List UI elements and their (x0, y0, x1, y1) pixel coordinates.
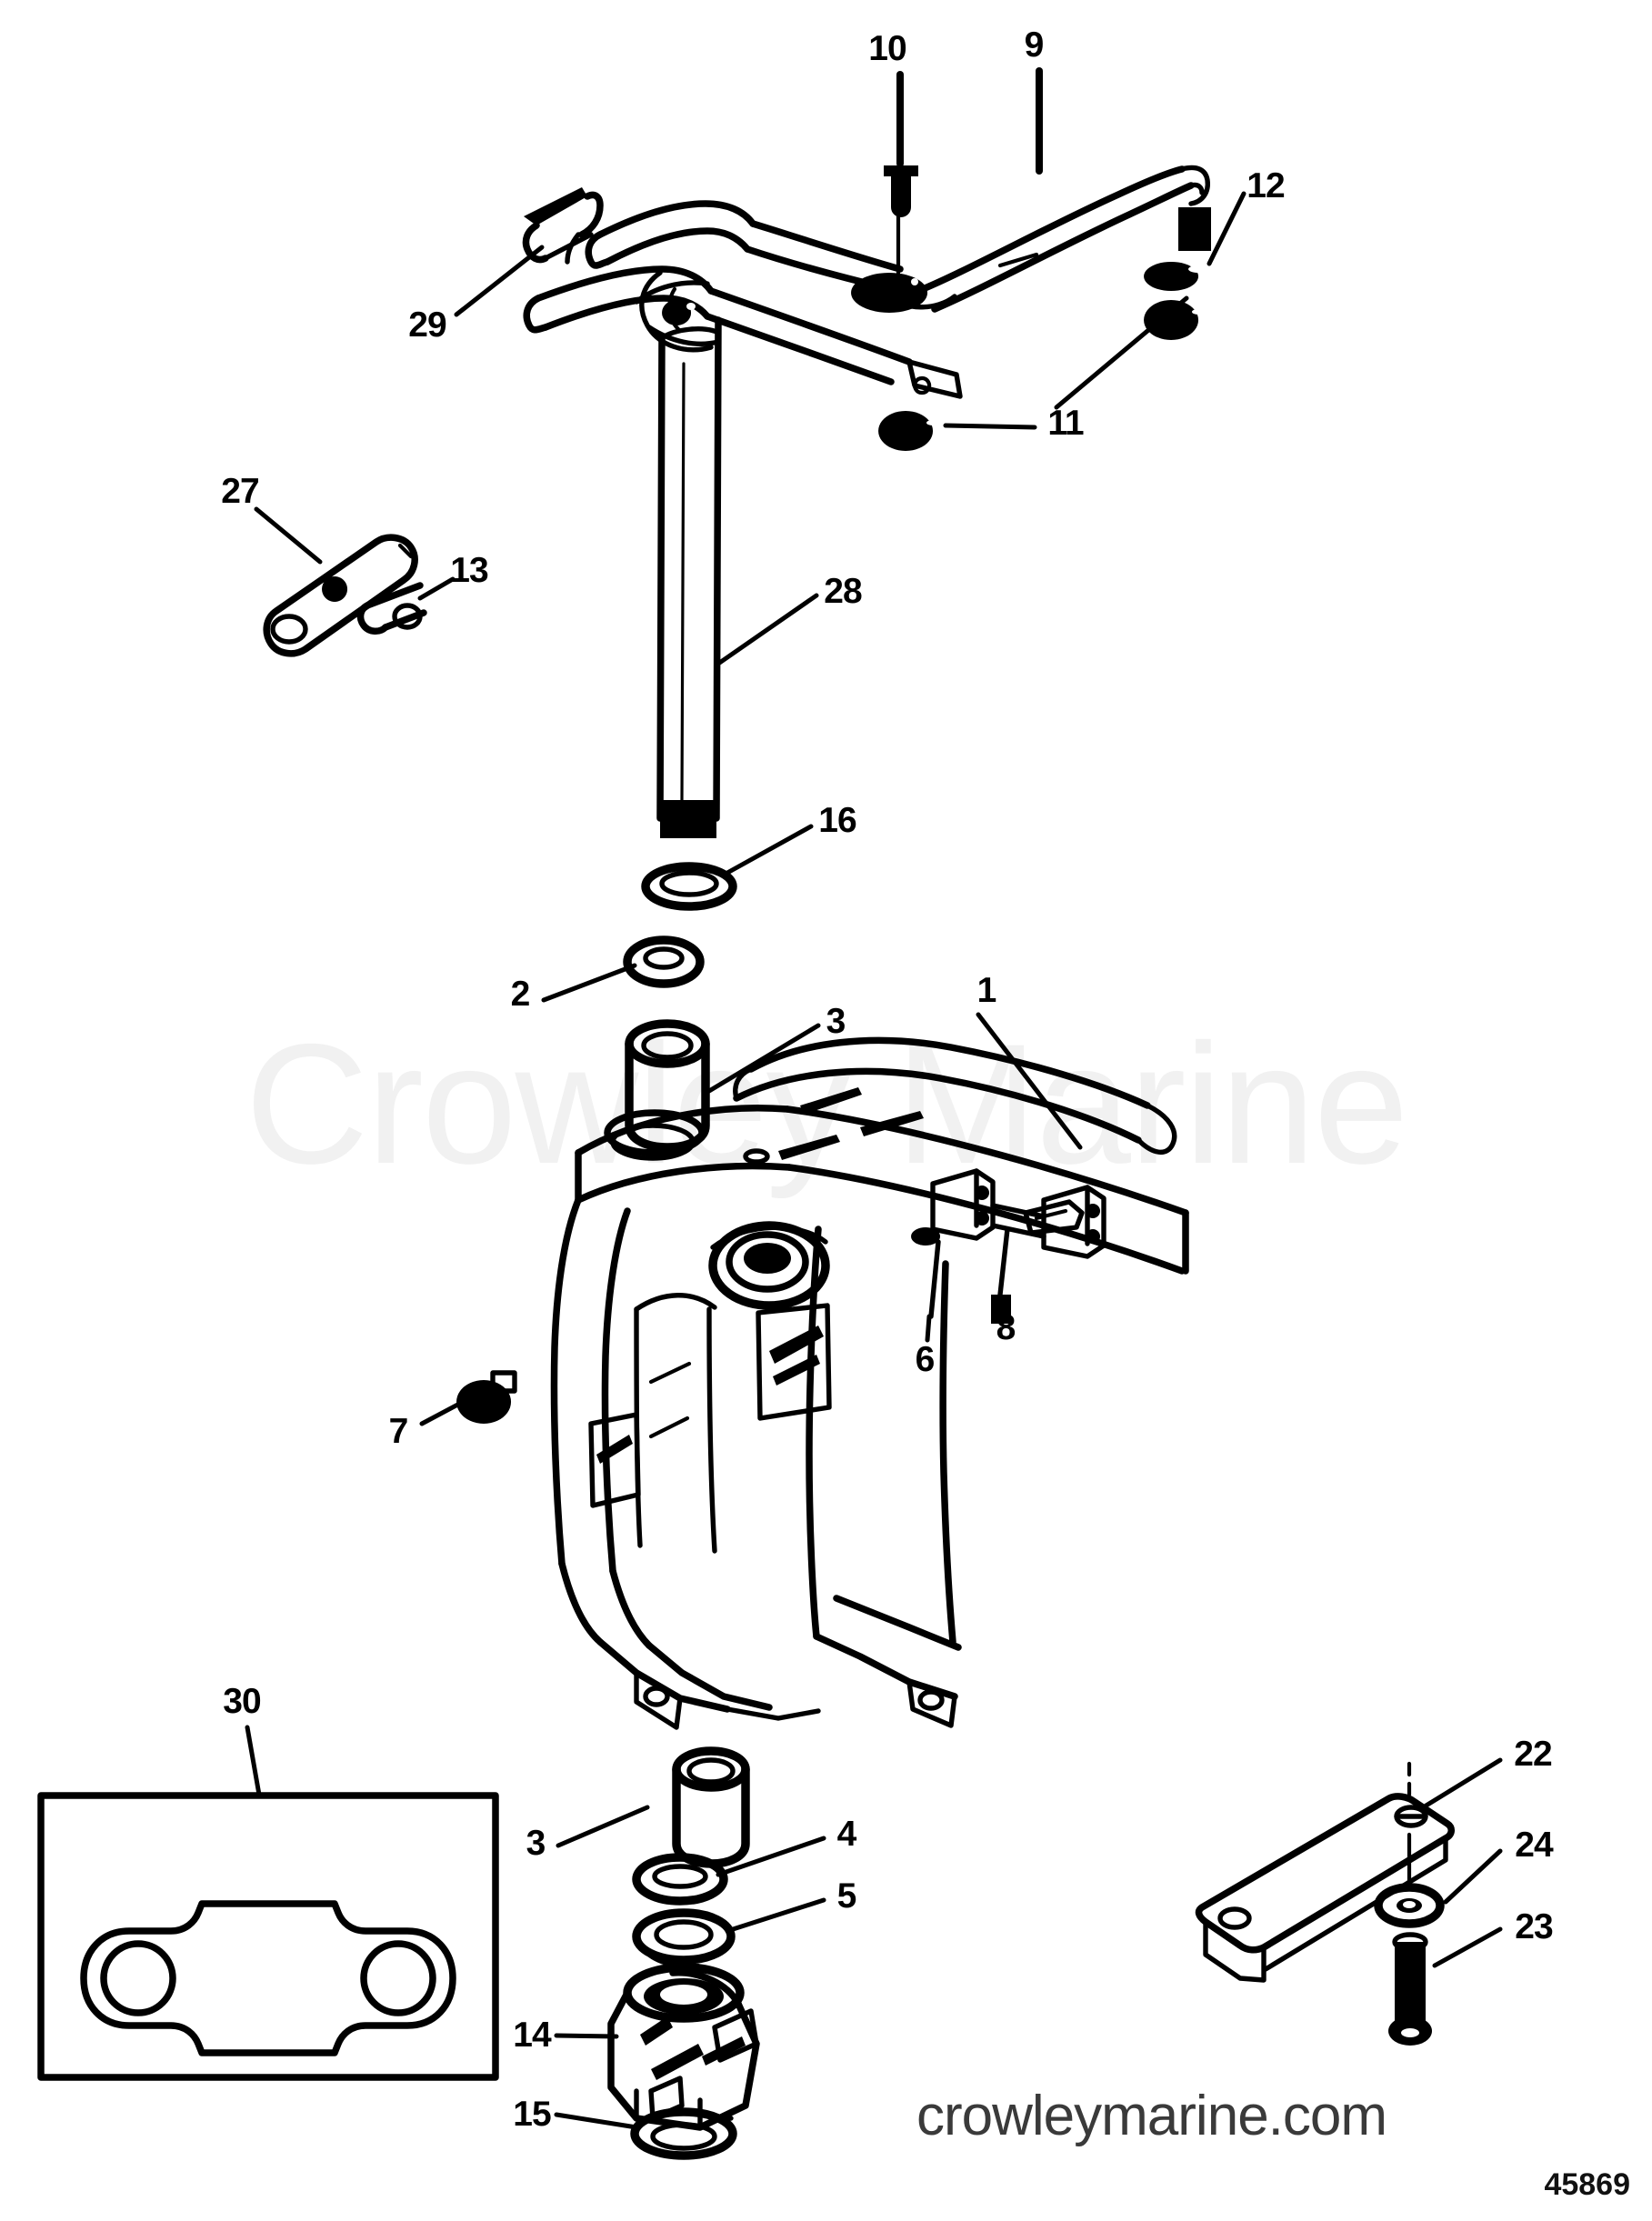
steering-link-assembly (454, 67, 1247, 451)
callout-8: 8 (996, 1308, 1016, 1347)
callout-7: 7 (388, 1412, 409, 1451)
callout-13: 13 (450, 551, 488, 590)
seal-ring-16 (641, 824, 814, 911)
callout-3-lower: 3 (526, 1824, 546, 1863)
callout-15: 15 (513, 2095, 551, 2134)
clamp-plate-assembly (1195, 1757, 1503, 2046)
gasket-detail-box-art (37, 1725, 499, 2081)
callout-2: 2 (510, 975, 531, 1014)
bushing-3-upper (625, 1019, 821, 1152)
callout-12: 12 (1247, 166, 1285, 205)
callout-1: 1 (976, 971, 997, 1010)
callout-5: 5 (836, 1876, 857, 1916)
callout-27: 27 (221, 472, 259, 511)
callout-29: 29 (408, 305, 446, 345)
callout-10: 10 (868, 29, 906, 68)
washer-2 (541, 935, 705, 1003)
steering-shaft (656, 316, 819, 838)
callout-6: 6 (915, 1340, 936, 1379)
tube-and-pin (254, 506, 456, 657)
callout-14: 14 (513, 2016, 551, 2055)
callout-11: 11 (1047, 404, 1084, 443)
callout-28: 28 (824, 572, 862, 611)
callout-30: 30 (223, 1682, 261, 1721)
callout-23: 23 (1515, 1907, 1553, 1946)
callout-9: 9 (1024, 25, 1045, 65)
callout-4: 4 (836, 1815, 857, 1854)
callout-22: 22 (1514, 1735, 1552, 1774)
diagram-number: 45869 (1544, 2167, 1630, 2202)
callout-24: 24 (1515, 1826, 1553, 1865)
crowleymarine-footer-wordmark: crowleymarine.com (916, 2085, 1387, 2147)
swivel-bracket-main (419, 1012, 1189, 1730)
lower-swivel-stack (554, 1746, 826, 2160)
callout-3-upper: 3 (826, 1002, 846, 1041)
callout-16: 16 (818, 801, 856, 840)
